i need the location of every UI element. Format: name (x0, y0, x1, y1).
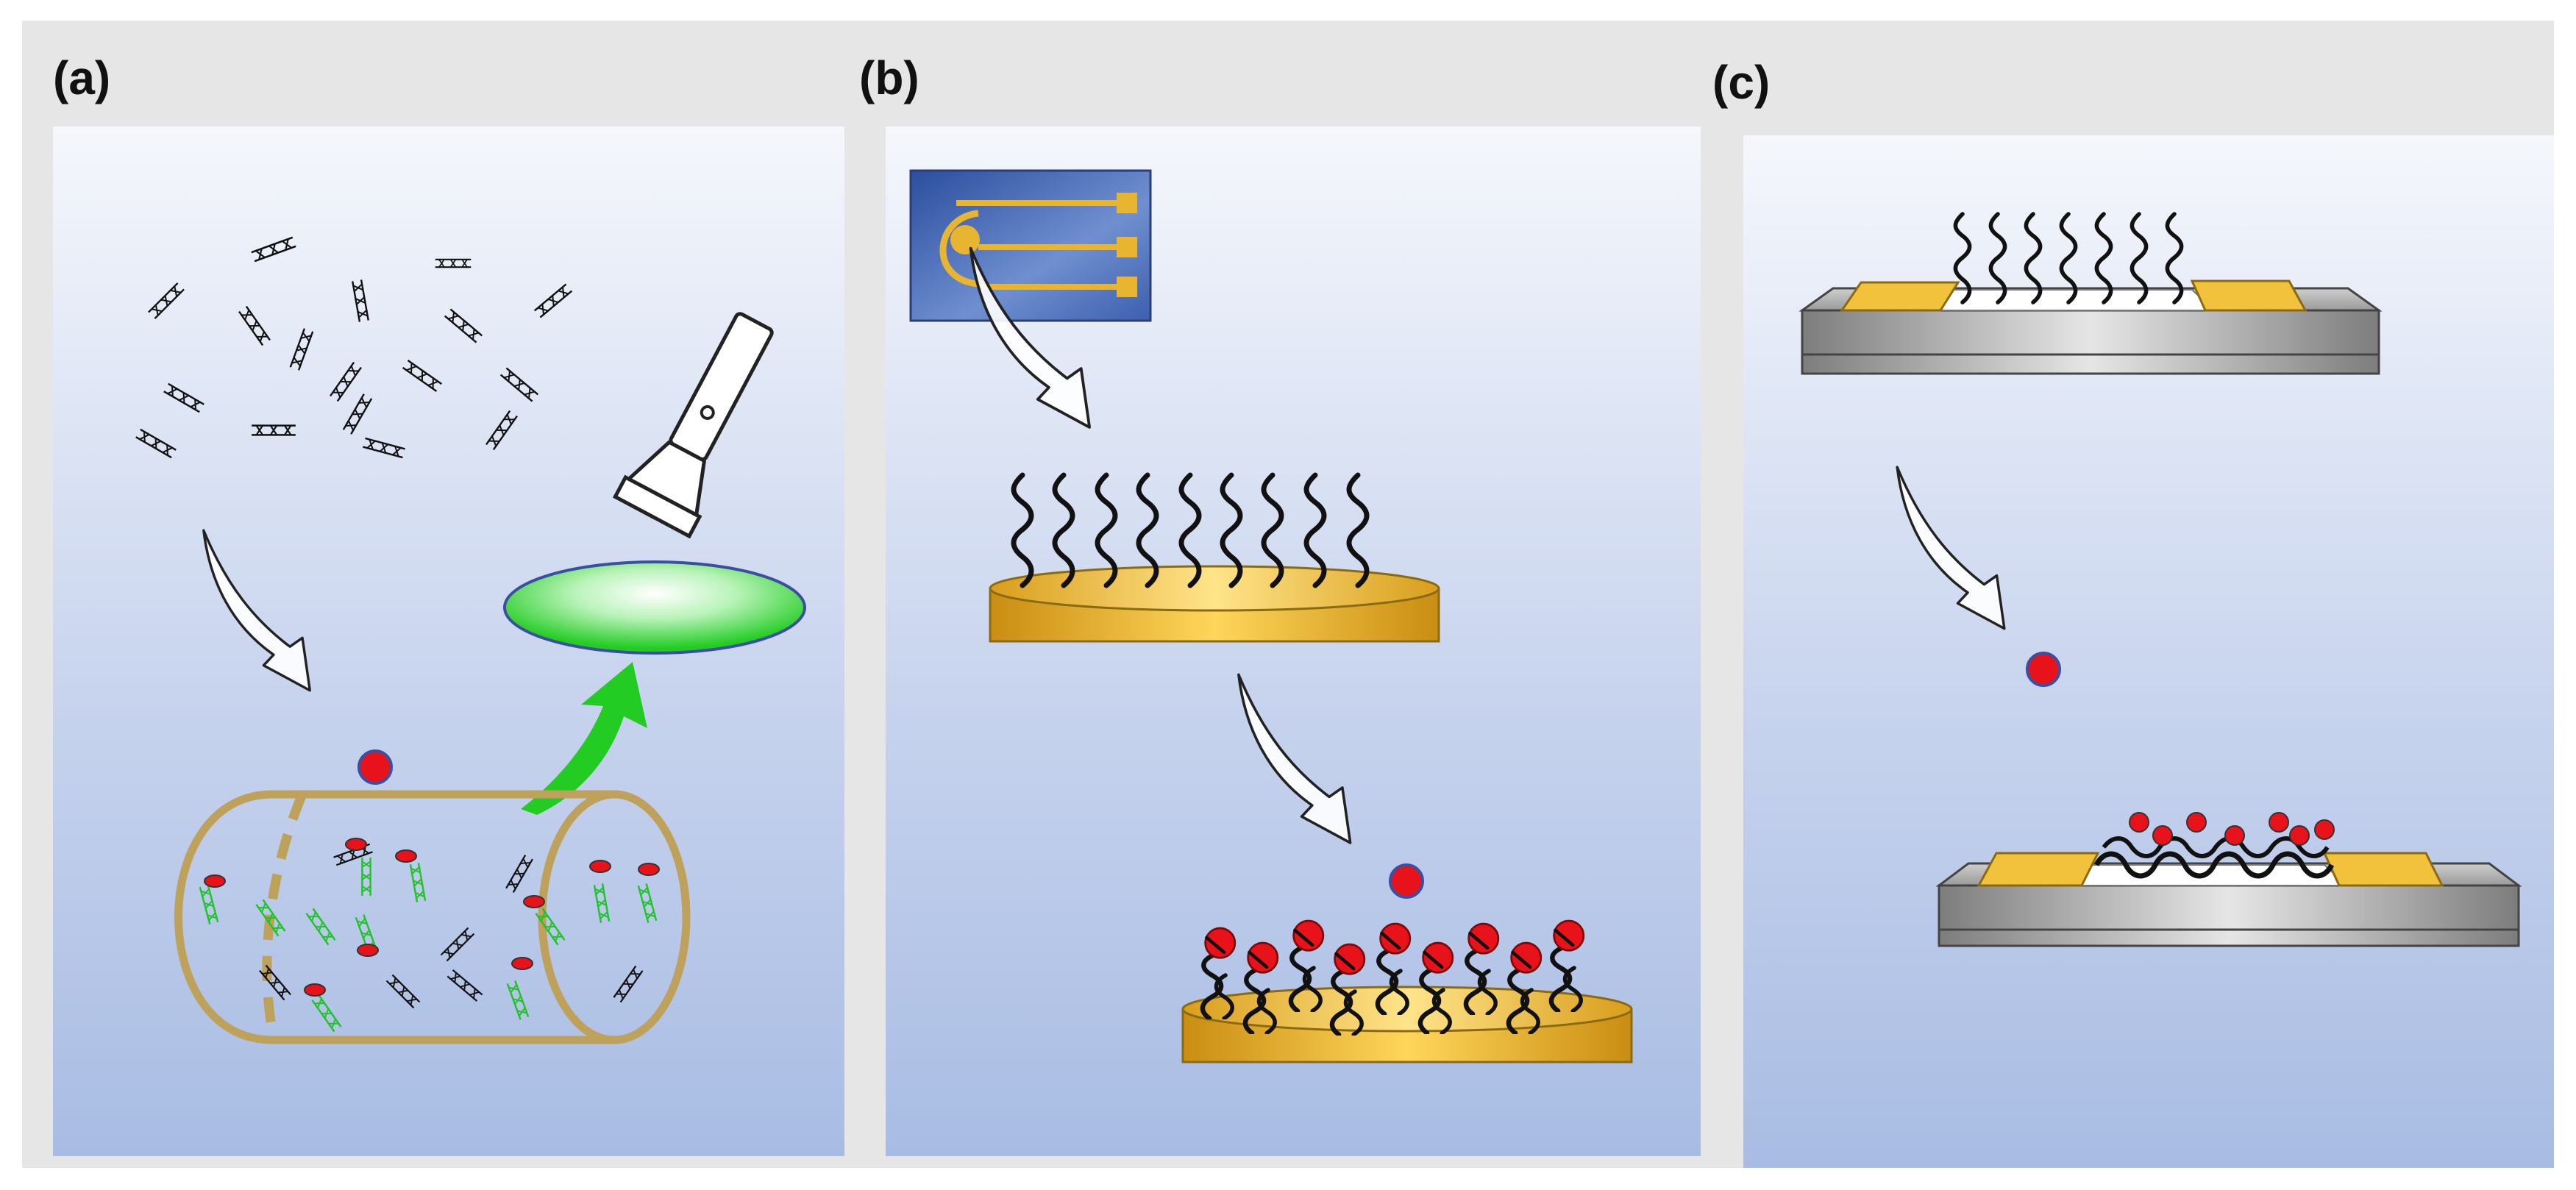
panel-a (53, 127, 844, 1156)
target-molecule-icon (2224, 825, 2245, 846)
immobilized-dna (199, 838, 660, 1033)
target-molecule-icon (589, 860, 611, 873)
target-molecule-icon (2152, 825, 2173, 846)
target-molecule-icon (357, 749, 393, 785)
target-molecule-icon (2289, 825, 2310, 846)
probe-strand (2093, 851, 2335, 879)
gold-electrode-with-probes (989, 475, 1440, 643)
gold-electrode-with-bound-targets (1181, 921, 1633, 1063)
target-molecule-icon (2314, 819, 2335, 840)
panel-c (1743, 135, 2554, 1168)
target-molecule-icon (395, 849, 417, 863)
target-molecule-icon (2129, 812, 2149, 833)
target-molecule-icon (304, 983, 326, 997)
panel-b (886, 127, 1701, 1156)
fet-device-with-probes (1798, 214, 2383, 375)
target-molecule-icon (523, 895, 545, 908)
target-molecule-icon (204, 874, 226, 888)
fluorescence-signal (503, 560, 806, 655)
fet-device-with-bound-targets (1935, 812, 2522, 947)
target-molecule-icon (357, 944, 379, 957)
target-molecule-icon (2186, 812, 2207, 833)
green-emission-arrow (521, 662, 647, 815)
panel-c-label: (c) (1712, 56, 1770, 109)
flashlight-icon (612, 312, 774, 539)
panel-b-label: (b) (859, 51, 919, 104)
screen-printed-electrode-icon (909, 169, 1152, 322)
target-molecule-icon (2026, 652, 2061, 687)
target-molecule-icon (345, 838, 367, 851)
panel-a-label: (a) (53, 51, 110, 104)
target-molecule-icon (1389, 863, 1424, 899)
target-molecule-icon (2269, 812, 2289, 833)
target-molecule-icon (511, 957, 533, 970)
target-molecule-icon (638, 863, 660, 876)
